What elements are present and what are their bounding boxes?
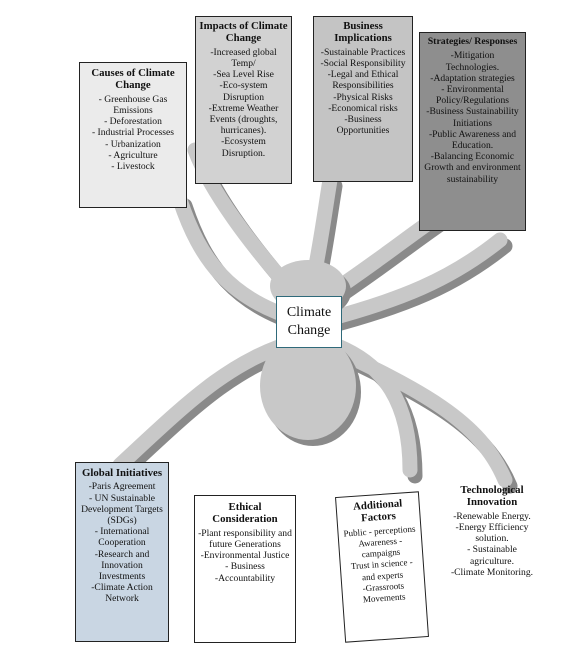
business-title: Business Implications [334, 20, 392, 45]
ethical-title: Ethical Consideration [212, 501, 278, 526]
tech-item: - Sustainable agriculture. [467, 544, 517, 567]
ethical-item: -Accountability [214, 572, 276, 584]
additional-title: Additional Factors [352, 497, 403, 525]
strategies-item: - Environmental Policy/Regulations [435, 84, 510, 107]
impacts-title: Impacts of Climate Change [199, 20, 288, 45]
strategies-box: Strategies/ Responses -Mitigation Techno… [419, 32, 526, 231]
global-item: -Climate Action Network [91, 582, 153, 605]
business-item: -Business Opportunities [336, 114, 390, 137]
spider-body [260, 260, 361, 446]
global-item: - UN Sustainable Development Targets (SD… [81, 492, 163, 527]
causes-item: - Livestock [111, 161, 155, 173]
global-initiatives-box: Global Initiatives -Paris Agreement - UN… [75, 462, 169, 642]
tech-item: -Energy Efficiency solution. [455, 522, 529, 545]
causes-item: - Urbanization [105, 138, 161, 150]
leg-lower-right [317, 337, 513, 488]
tech-item: -Renewable Energy. [453, 510, 531, 522]
strategies-item: -Balancing Economic Growth and environme… [424, 151, 521, 185]
business-item: -Economical risks [328, 102, 398, 114]
tech-item: -Climate Monitoring. [450, 566, 534, 578]
business-item: -Physical Risks [333, 91, 393, 103]
causes-item: - Agriculture [108, 149, 158, 161]
business-item: -Legal and Ethical Responsibilities [327, 69, 399, 92]
ethical-consideration-box: Ethical Consideration -Plant responsibil… [194, 495, 296, 643]
ethical-item: -Environmental Justice [200, 550, 290, 562]
center-line-1: Climate [286, 305, 332, 320]
impacts-item: -Eco-system Disruption [219, 80, 268, 103]
global-title: Global Initiatives [81, 467, 163, 479]
global-item: -Research and Innovation Investments [94, 548, 150, 583]
strategies-title: Strategies/ Responses [427, 36, 518, 47]
causes-box: Causes of Climate Change - Greenhouse Ga… [79, 62, 187, 208]
global-item: - International Cooperation [94, 526, 150, 549]
global-item: -Paris Agreement [88, 481, 156, 493]
strategies-item: -Mitigation Technologies. [445, 50, 500, 73]
business-item: -Social Responsibility [320, 58, 406, 70]
tech-title: Technological Innovation [460, 484, 524, 509]
ethical-item: -Plant responsibility and future Generat… [198, 527, 292, 551]
leg-right [317, 232, 508, 328]
additional-item: -Grassroots Movements [362, 580, 406, 605]
center-climate-change-box: Climate Change [276, 296, 342, 348]
impacts-box: Impacts of Climate Change -Increased glo… [195, 16, 292, 184]
center-line-2: Change [287, 323, 331, 338]
technological-innovation-box: Technological Innovation -Renewable Ener… [442, 484, 542, 604]
impacts-item: -Sea Level Rise [213, 69, 274, 81]
causes-item: - Deforestation [104, 116, 162, 128]
causes-title: Causes of Climate Change [91, 67, 175, 92]
impacts-item: -Ecosystem Disruption. [221, 136, 266, 159]
impacts-item: -Extreme Weather Events (droughts, hurri… [208, 102, 279, 137]
spider-abdomen [260, 332, 356, 440]
strategies-item: -Adaptation strategies [430, 72, 515, 84]
additional-factors-box: Additional Factors Public - perceptions … [335, 491, 429, 643]
impacts-item: -Increased global Temp/ [210, 46, 277, 70]
business-item: -Sustainable Practices [320, 46, 406, 58]
business-box: Business Implications -Sustainable Pract… [313, 16, 413, 182]
strategies-item: -Public Awareness and Education. [428, 128, 517, 152]
causes-item: - Industrial Processes [91, 127, 175, 139]
ethical-item: - Business [225, 561, 265, 573]
causes-item: - Greenhouse Gas Emissions [98, 93, 168, 117]
strategies-item: -Business Sustainability Initiations [426, 106, 519, 129]
